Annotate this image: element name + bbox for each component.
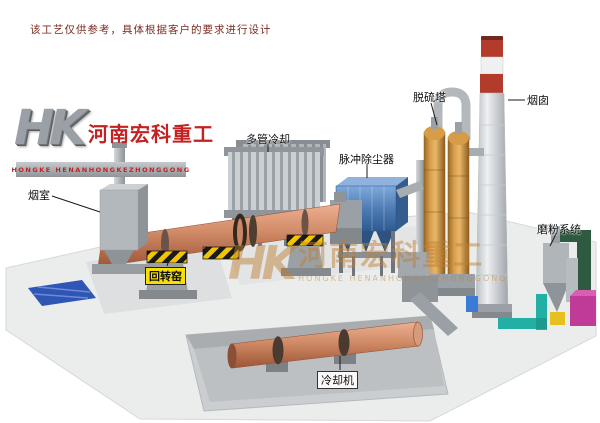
desulfurization-towers [416, 87, 484, 296]
chimney [472, 36, 512, 318]
label-desulfurization-tower: 脱硫塔 [413, 91, 446, 104]
logo-banner: HONGKE HENANHONGKEZHONGGONG [11, 162, 189, 177]
leader-lines [51, 99, 557, 370]
disclaimer-text: 该工艺仅供参考，具体根据客户的要求进行设计 [30, 24, 272, 36]
multi-tube-cooler [224, 140, 330, 246]
label-multi-tube-cooler: 多管冷却 [246, 133, 290, 146]
label-grinding-system: 磨粉系统 [537, 223, 581, 236]
label-cooling-machine: 冷却机 [317, 371, 358, 389]
label-pulse-dust-collector: 脉冲除尘器 [339, 153, 394, 166]
blue-pallet [28, 280, 96, 306]
logo-company-name-en: HONGKE HENANHONGKEZHONGGONG [11, 165, 191, 174]
rotary-kiln [97, 192, 362, 299]
label-chimney: 烟囱 [527, 94, 549, 107]
company-logo: HK 河南宏科重工 HONGKE HENANHONGKEZHONGGONG [11, 100, 213, 184]
pulse-dust-collector [335, 177, 424, 276]
label-rotary-kiln: 回转窑 [145, 267, 186, 285]
logo-company-name-cn: 河南宏科重工 [88, 122, 214, 146]
auxiliary-equipment [398, 243, 478, 336]
label-smoke-chamber: 烟室 [28, 189, 50, 202]
logo-monogram: HK [14, 100, 86, 156]
